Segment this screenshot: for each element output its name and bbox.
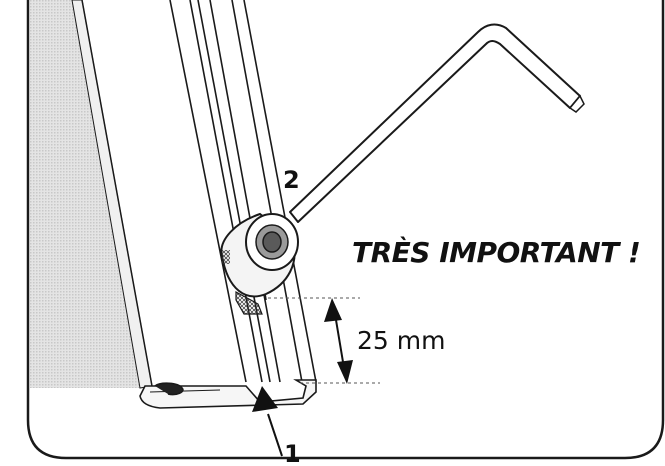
dimension-arrow xyxy=(324,298,353,384)
push-arrow xyxy=(252,386,283,457)
panel-border xyxy=(26,0,665,460)
bottom-bar xyxy=(139,379,317,409)
warning-text: TRÈS IMPORTANT ! xyxy=(352,235,640,269)
callout-2: 2 xyxy=(283,166,300,194)
screen-mesh xyxy=(30,0,153,389)
callout-1: 1 xyxy=(284,440,301,466)
dimension-label: 25 mm xyxy=(357,326,445,355)
hex-key-icon xyxy=(289,23,585,223)
adjustment-knob-icon xyxy=(220,212,299,315)
dimension-guides xyxy=(268,297,380,384)
